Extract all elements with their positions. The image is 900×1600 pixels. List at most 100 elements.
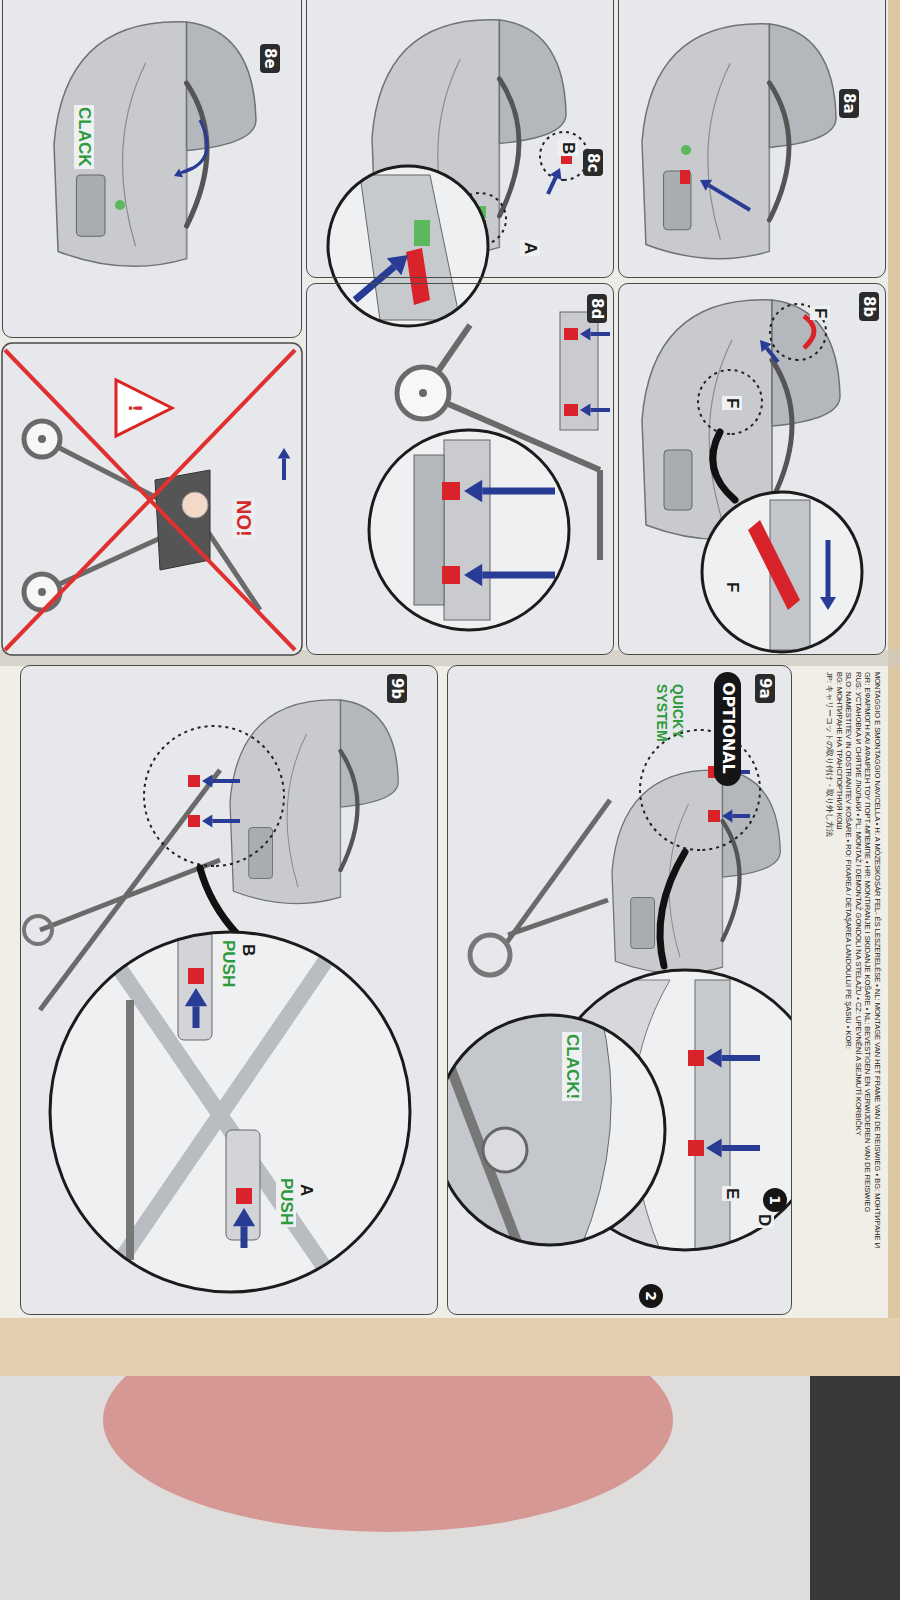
arrow-head <box>202 775 212 788</box>
step-number-text: 1 <box>767 1195 783 1205</box>
step-panel: OPTIONAL129a <box>447 665 792 1315</box>
part-letter: B <box>558 140 578 156</box>
wheel <box>397 367 449 419</box>
step-label: 9a <box>755 674 775 703</box>
step-panel: 8c <box>306 0 614 278</box>
zoom-pointer <box>660 852 685 966</box>
wheel-hub <box>38 588 46 596</box>
zoom-ground <box>369 430 569 630</box>
carrycot-body <box>54 22 187 267</box>
carrycot-hood <box>187 22 256 151</box>
arrow-head <box>760 340 772 352</box>
plastic-sheet <box>0 1372 810 1600</box>
header-line: RUS: УСТАНОВКА И СНЯТИЕ ЛЮЛЬКИ • PL: MON… <box>854 672 864 1312</box>
cross-line <box>5 350 295 650</box>
arrow-head <box>233 1208 255 1226</box>
carrycot <box>612 770 780 974</box>
header-line: SLO: NAMESTITEV IN ODSTRANITEV KOŠARE • … <box>844 672 854 1312</box>
turn-arrow <box>184 120 207 172</box>
release-lever <box>748 520 800 610</box>
panel-ground <box>20 665 438 1315</box>
panel-ground <box>618 0 886 278</box>
arrow-shaft <box>212 819 240 823</box>
attachment-pin <box>688 1140 704 1156</box>
attachment-pin <box>564 328 578 340</box>
arrow-shaft <box>826 540 831 597</box>
step-panel: 8b <box>618 283 886 655</box>
part-letter: F <box>722 396 742 410</box>
arrow-head <box>700 180 712 191</box>
carrycot-hood <box>769 24 836 147</box>
arrow-head <box>464 480 482 502</box>
carrycot-handle <box>723 821 740 940</box>
zoom-ring <box>328 166 488 326</box>
detail-marker <box>698 370 762 434</box>
wheel-hub <box>38 435 46 443</box>
turn-mark <box>804 316 814 348</box>
release-lever <box>680 170 690 184</box>
step-panel: 8a <box>618 0 886 278</box>
bracket-detail <box>414 455 444 605</box>
panel-ground <box>2 343 302 655</box>
carrycot <box>230 700 398 904</box>
carrycot-bracket <box>664 171 691 230</box>
frame-tube <box>100 940 340 1290</box>
warning-triangle <box>116 380 172 436</box>
detail-marker <box>144 726 284 866</box>
panel-ground <box>2 0 302 338</box>
zoom-pointer <box>200 868 238 935</box>
zoom-content <box>748 500 836 650</box>
header-block: MONTAGGIO E SMONTAGGIO NAVICELLA • H: A … <box>825 672 882 1312</box>
attachment-pin <box>442 566 460 584</box>
hub-detail <box>226 1130 260 1240</box>
carrycot-body <box>230 700 341 904</box>
arrow-head <box>174 168 183 177</box>
lock-dot <box>115 200 125 210</box>
panel-ground <box>306 283 614 655</box>
arrow-shaft <box>709 185 750 210</box>
carrycot <box>642 24 836 259</box>
step-panel: 8d <box>306 283 614 655</box>
arrow-shaft <box>548 177 556 194</box>
arrow-shaft <box>482 572 555 579</box>
arrow-shaft <box>212 779 240 783</box>
arrow-shaft <box>482 488 555 495</box>
arrow-head <box>387 255 408 275</box>
wheel-hub <box>419 389 427 397</box>
carrycot-bracket <box>631 898 655 949</box>
part-letter: E <box>722 1186 742 1201</box>
arrow-head <box>820 597 836 610</box>
carrycot-seam <box>287 734 340 897</box>
part-letter: D <box>754 1212 774 1228</box>
step-label: 9b <box>387 674 407 703</box>
sound-word: CLACK! <box>562 1032 582 1101</box>
action-word: PUSH <box>276 1176 296 1227</box>
part-letter: B <box>238 942 258 958</box>
frame-tube <box>100 940 340 1290</box>
lock-tab <box>414 220 430 246</box>
release-button <box>236 1188 252 1204</box>
zoom-group <box>702 492 862 652</box>
warning-text: NO! <box>232 498 255 539</box>
arrow-head <box>550 168 562 180</box>
step-panel: 8e <box>2 0 302 338</box>
lock-dot <box>681 145 691 155</box>
arrow-shaft <box>241 1226 248 1248</box>
arrow-head <box>278 448 291 458</box>
arrow-shaft <box>722 1145 760 1151</box>
attachment-pin <box>688 1050 704 1066</box>
arrow-shaft <box>767 348 778 362</box>
zoom-ring <box>702 492 862 652</box>
arrow-head <box>722 810 732 823</box>
carrycot-handle <box>341 751 358 870</box>
zoom-group <box>50 930 410 1292</box>
carrycot-handle <box>499 79 519 216</box>
arrow-head <box>464 564 482 586</box>
plastic-sheen <box>0 1372 810 1600</box>
arrow-shaft <box>282 458 286 480</box>
step-number: 2 <box>639 1284 663 1308</box>
zoom-content <box>355 175 460 320</box>
panel-ground <box>618 283 886 655</box>
